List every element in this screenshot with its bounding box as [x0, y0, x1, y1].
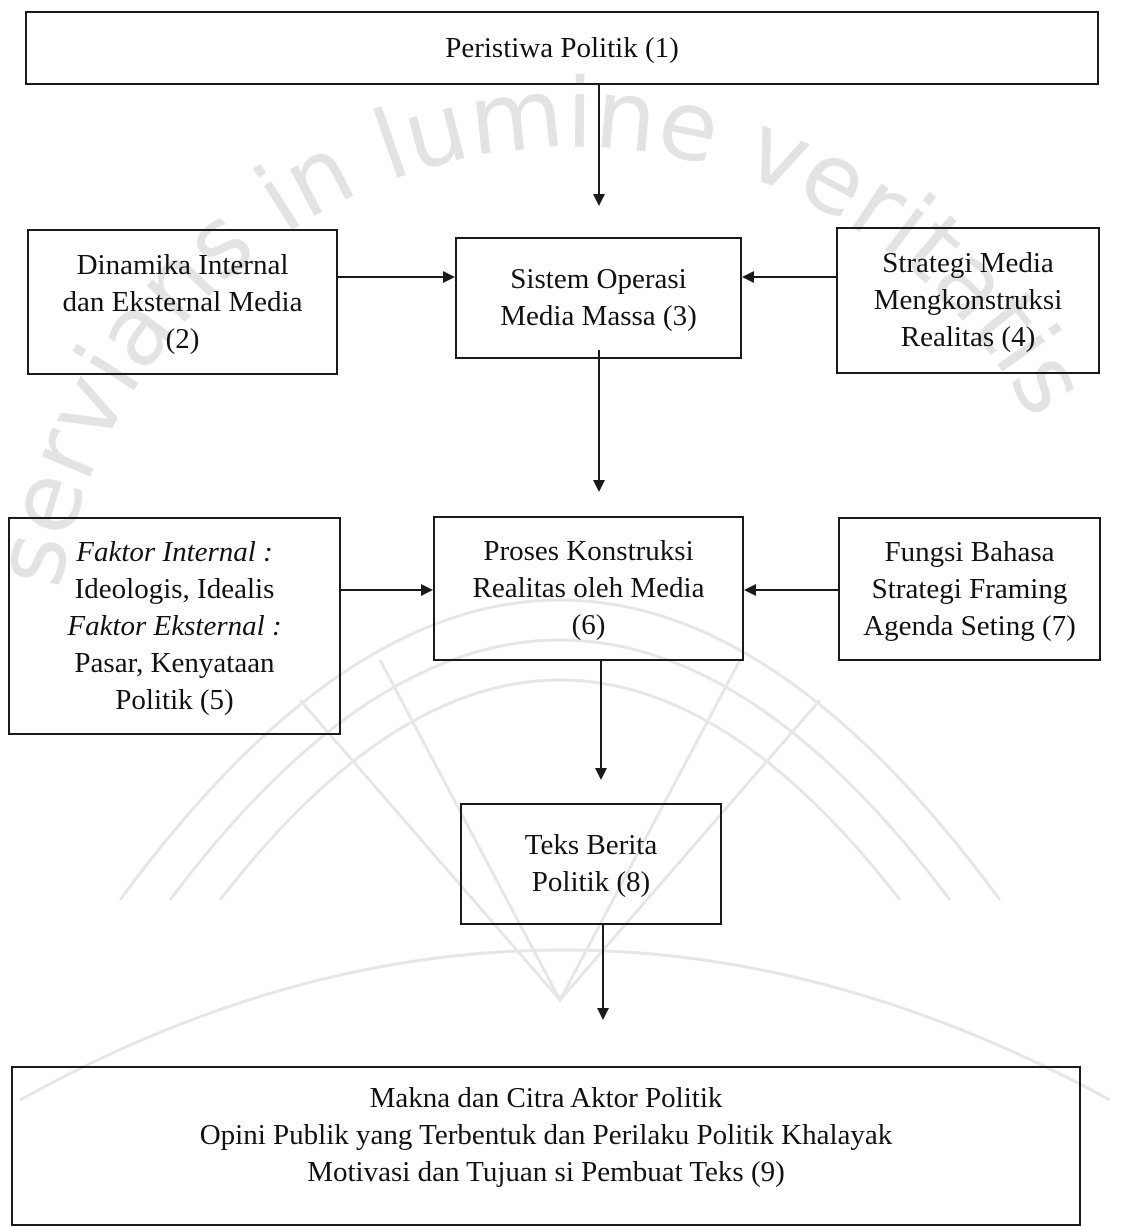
- node-6-line-3: (6): [571, 609, 606, 641]
- node-7-line-3: Agenda Seting (7): [863, 609, 1076, 642]
- node-4-line-1: Strategi Media: [882, 247, 1054, 279]
- faktor-eksternal-value-2: Politik (5): [115, 683, 234, 716]
- node-proses-konstruksi: Proses Konstruksi Realitas oleh Media (6…: [433, 516, 744, 661]
- node-7-line-1: Fungsi Bahasa: [884, 535, 1055, 568]
- node-2-line-3: (2): [165, 322, 200, 355]
- node-faktor: Faktor Internal : Ideologis, Idealis Fak…: [8, 517, 341, 735]
- node-1-line-1: Peristiwa Politik (1): [445, 31, 679, 64]
- node-7-line-2: Strategi Framing: [871, 572, 1068, 605]
- faktor-eksternal-label: Faktor Eksternal :: [67, 609, 282, 642]
- node-strategi-media: Strategi Media Mengkonstruksi Realitas (…: [836, 227, 1100, 374]
- faktor-eksternal-value-1: Pasar, Kenyataan: [74, 646, 275, 679]
- node-9-line-3: Motivasi dan Tujuan si Pembuat Teks (9): [307, 1156, 785, 1188]
- node-4-line-2: Mengkonstruksi: [873, 284, 1063, 316]
- node-dinamika-media: Dinamika Internal dan Eksternal Media (2…: [27, 229, 338, 375]
- node-9-line-1: Makna dan Citra Aktor Politik: [369, 1082, 723, 1114]
- node-3-line-2: Media Massa (3): [500, 300, 697, 332]
- watermark-arc-outer: [118, 598, 1002, 901]
- node-4-line-3: Realitas (4): [900, 321, 1036, 353]
- node-peristiwa-politik: Peristiwa Politik (1): [25, 11, 1099, 85]
- watermark-arc-mid: [168, 638, 952, 901]
- node-makna-citra: Makna dan Citra Aktor Politik Opini Publ…: [11, 1066, 1081, 1226]
- watermark-base-arc: [19, 948, 1111, 1102]
- node-sistem-operasi: Sistem Operasi Media Massa (3): [455, 237, 742, 359]
- node-9-line-2: Opini Publik yang Terbentuk dan Perilaku…: [199, 1119, 893, 1151]
- faktor-internal-value: Ideologis, Idealis: [74, 572, 275, 605]
- node-2-line-2: dan Eksternal Media: [62, 285, 303, 318]
- node-6-line-1: Proses Konstruksi: [483, 535, 694, 567]
- node-3-line-1: Sistem Operasi: [510, 263, 687, 295]
- node-2-line-1: Dinamika Internal: [76, 248, 289, 281]
- faktor-internal-label: Faktor Internal :: [76, 535, 273, 568]
- watermark-arc-inner: [218, 678, 902, 901]
- node-teks-berita: Teks Berita Politik (8): [460, 803, 722, 925]
- node-8-line-2: Politik (8): [531, 866, 651, 898]
- node-fungsi-bahasa: Fungsi Bahasa Strategi Framing Agenda Se…: [838, 517, 1101, 661]
- node-6-line-2: Realitas oleh Media: [472, 572, 705, 604]
- node-8-line-1: Teks Berita: [524, 829, 658, 861]
